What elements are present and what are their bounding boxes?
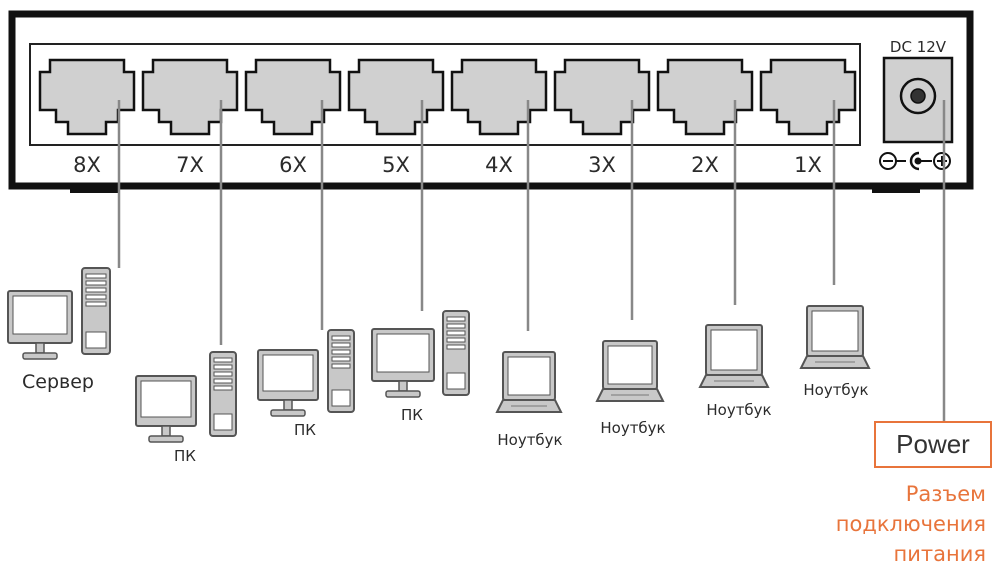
port-label: 5X (382, 153, 410, 177)
device-label: Ноутбук (600, 419, 665, 437)
dc-label: DC 12V (890, 38, 947, 56)
monitor-icon (7, 290, 73, 360)
rj45-port-icon (244, 58, 342, 136)
tower-icon (442, 310, 470, 396)
monitor-icon (135, 375, 197, 443)
tower-icon (209, 351, 237, 437)
power-label: Power (874, 421, 992, 468)
tower-icon (81, 267, 111, 355)
device-label: ПК (174, 447, 196, 465)
power-description-line: питания (893, 542, 987, 566)
tower-icon (327, 329, 355, 413)
laptop-icon (495, 351, 563, 413)
power-description-line: подключения (835, 512, 986, 536)
switch-foot-left (70, 185, 118, 193)
port-label: 4X (485, 153, 513, 177)
rj45-port-icon (450, 58, 548, 136)
port-label: 3X (588, 153, 616, 177)
device-label: ПК (294, 421, 316, 439)
device-label: ПК (401, 406, 423, 424)
port-label: 1X (794, 153, 822, 177)
laptop-icon (595, 340, 665, 402)
switch-foot-right (872, 185, 920, 193)
port-label: 6X (279, 153, 307, 177)
port-label: 2X (691, 153, 719, 177)
monitor-icon (371, 328, 435, 398)
port-label: 7X (176, 153, 204, 177)
polarity-icon (879, 151, 951, 171)
dc-jack-pin (910, 88, 926, 104)
rj45-port-icon (347, 58, 445, 136)
port-label: 8X (73, 153, 101, 177)
monitor-icon (257, 349, 319, 417)
device-label: Сервер (22, 371, 94, 393)
device-label: Ноутбук (497, 431, 562, 449)
device-label: Ноутбук (706, 401, 771, 419)
rj45-port-icon (759, 58, 857, 136)
power-description-line: Разъем (905, 482, 986, 506)
laptop-icon (698, 324, 770, 388)
device-label: Ноутбук (803, 381, 868, 399)
laptop-icon (799, 305, 871, 369)
power-description: Разъем подключения питания (766, 479, 986, 569)
